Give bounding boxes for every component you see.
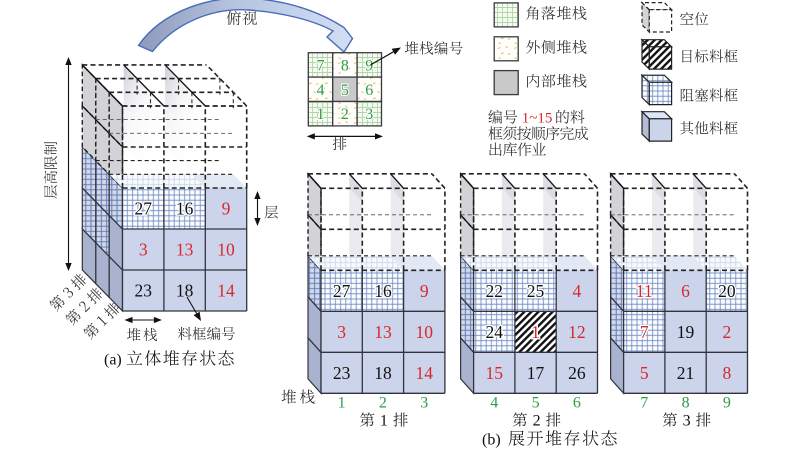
svg-text:6: 6: [681, 281, 690, 301]
svg-text:26: 26: [568, 363, 586, 383]
svg-text:15: 15: [485, 363, 503, 383]
svg-text:4: 4: [490, 395, 498, 412]
svg-text:11: 11: [636, 281, 653, 301]
svg-text:19: 19: [677, 322, 695, 342]
svg-text:14: 14: [415, 363, 433, 383]
svg-text:9: 9: [365, 57, 373, 74]
svg-text:10: 10: [415, 322, 433, 342]
svg-text:1: 1: [380, 413, 388, 430]
svg-text:18: 18: [374, 363, 392, 383]
svg-text:2: 2: [341, 106, 349, 123]
svg-text:3: 3: [365, 106, 373, 123]
svg-text:2: 2: [723, 322, 732, 342]
svg-text:2: 2: [379, 395, 387, 412]
svg-text:9: 9: [723, 395, 731, 412]
svg-text:5: 5: [532, 395, 540, 412]
svg-text:5: 5: [341, 82, 349, 99]
svg-text:10: 10: [217, 240, 235, 260]
svg-text:14: 14: [217, 281, 235, 301]
svg-text:13: 13: [374, 322, 392, 342]
svg-text:20: 20: [718, 281, 736, 301]
svg-text:8: 8: [682, 395, 690, 412]
svg-text:6: 6: [365, 82, 373, 99]
svg-text:1: 1: [338, 395, 346, 412]
svg-text:7: 7: [640, 322, 649, 342]
svg-text:27: 27: [333, 281, 351, 301]
svg-text:9: 9: [222, 199, 231, 219]
svg-text:21: 21: [677, 363, 695, 383]
svg-text:8: 8: [723, 363, 732, 383]
svg-text:(b): (b): [482, 432, 501, 449]
svg-text:3: 3: [683, 413, 691, 430]
svg-text:13: 13: [176, 240, 194, 260]
svg-text:6: 6: [573, 395, 581, 412]
svg-text:1~15: 1~15: [522, 111, 553, 127]
svg-text:5: 5: [640, 363, 649, 383]
svg-text:3: 3: [337, 322, 346, 342]
svg-text:23: 23: [134, 281, 152, 301]
svg-text:23: 23: [333, 363, 351, 383]
svg-text:2: 2: [533, 413, 541, 430]
svg-text:1: 1: [531, 322, 540, 342]
svg-text:1: 1: [317, 106, 325, 123]
svg-text:17: 17: [527, 363, 545, 383]
svg-text:16: 16: [374, 281, 392, 301]
svg-text:(a): (a): [104, 352, 122, 369]
svg-text:27: 27: [134, 199, 152, 219]
svg-text:16: 16: [176, 199, 194, 219]
svg-text:4: 4: [573, 281, 582, 301]
svg-text:12: 12: [568, 322, 586, 342]
svg-text:3: 3: [139, 240, 148, 260]
svg-text:8: 8: [341, 57, 349, 74]
svg-text:18: 18: [176, 281, 194, 301]
svg-text:4: 4: [317, 82, 325, 99]
svg-text:25: 25: [527, 281, 545, 301]
svg-text:24: 24: [485, 322, 503, 342]
svg-text:7: 7: [317, 57, 325, 74]
svg-text:22: 22: [485, 281, 503, 301]
svg-text:7: 7: [640, 395, 648, 412]
svg-text:9: 9: [420, 281, 429, 301]
svg-text:3: 3: [420, 395, 428, 412]
